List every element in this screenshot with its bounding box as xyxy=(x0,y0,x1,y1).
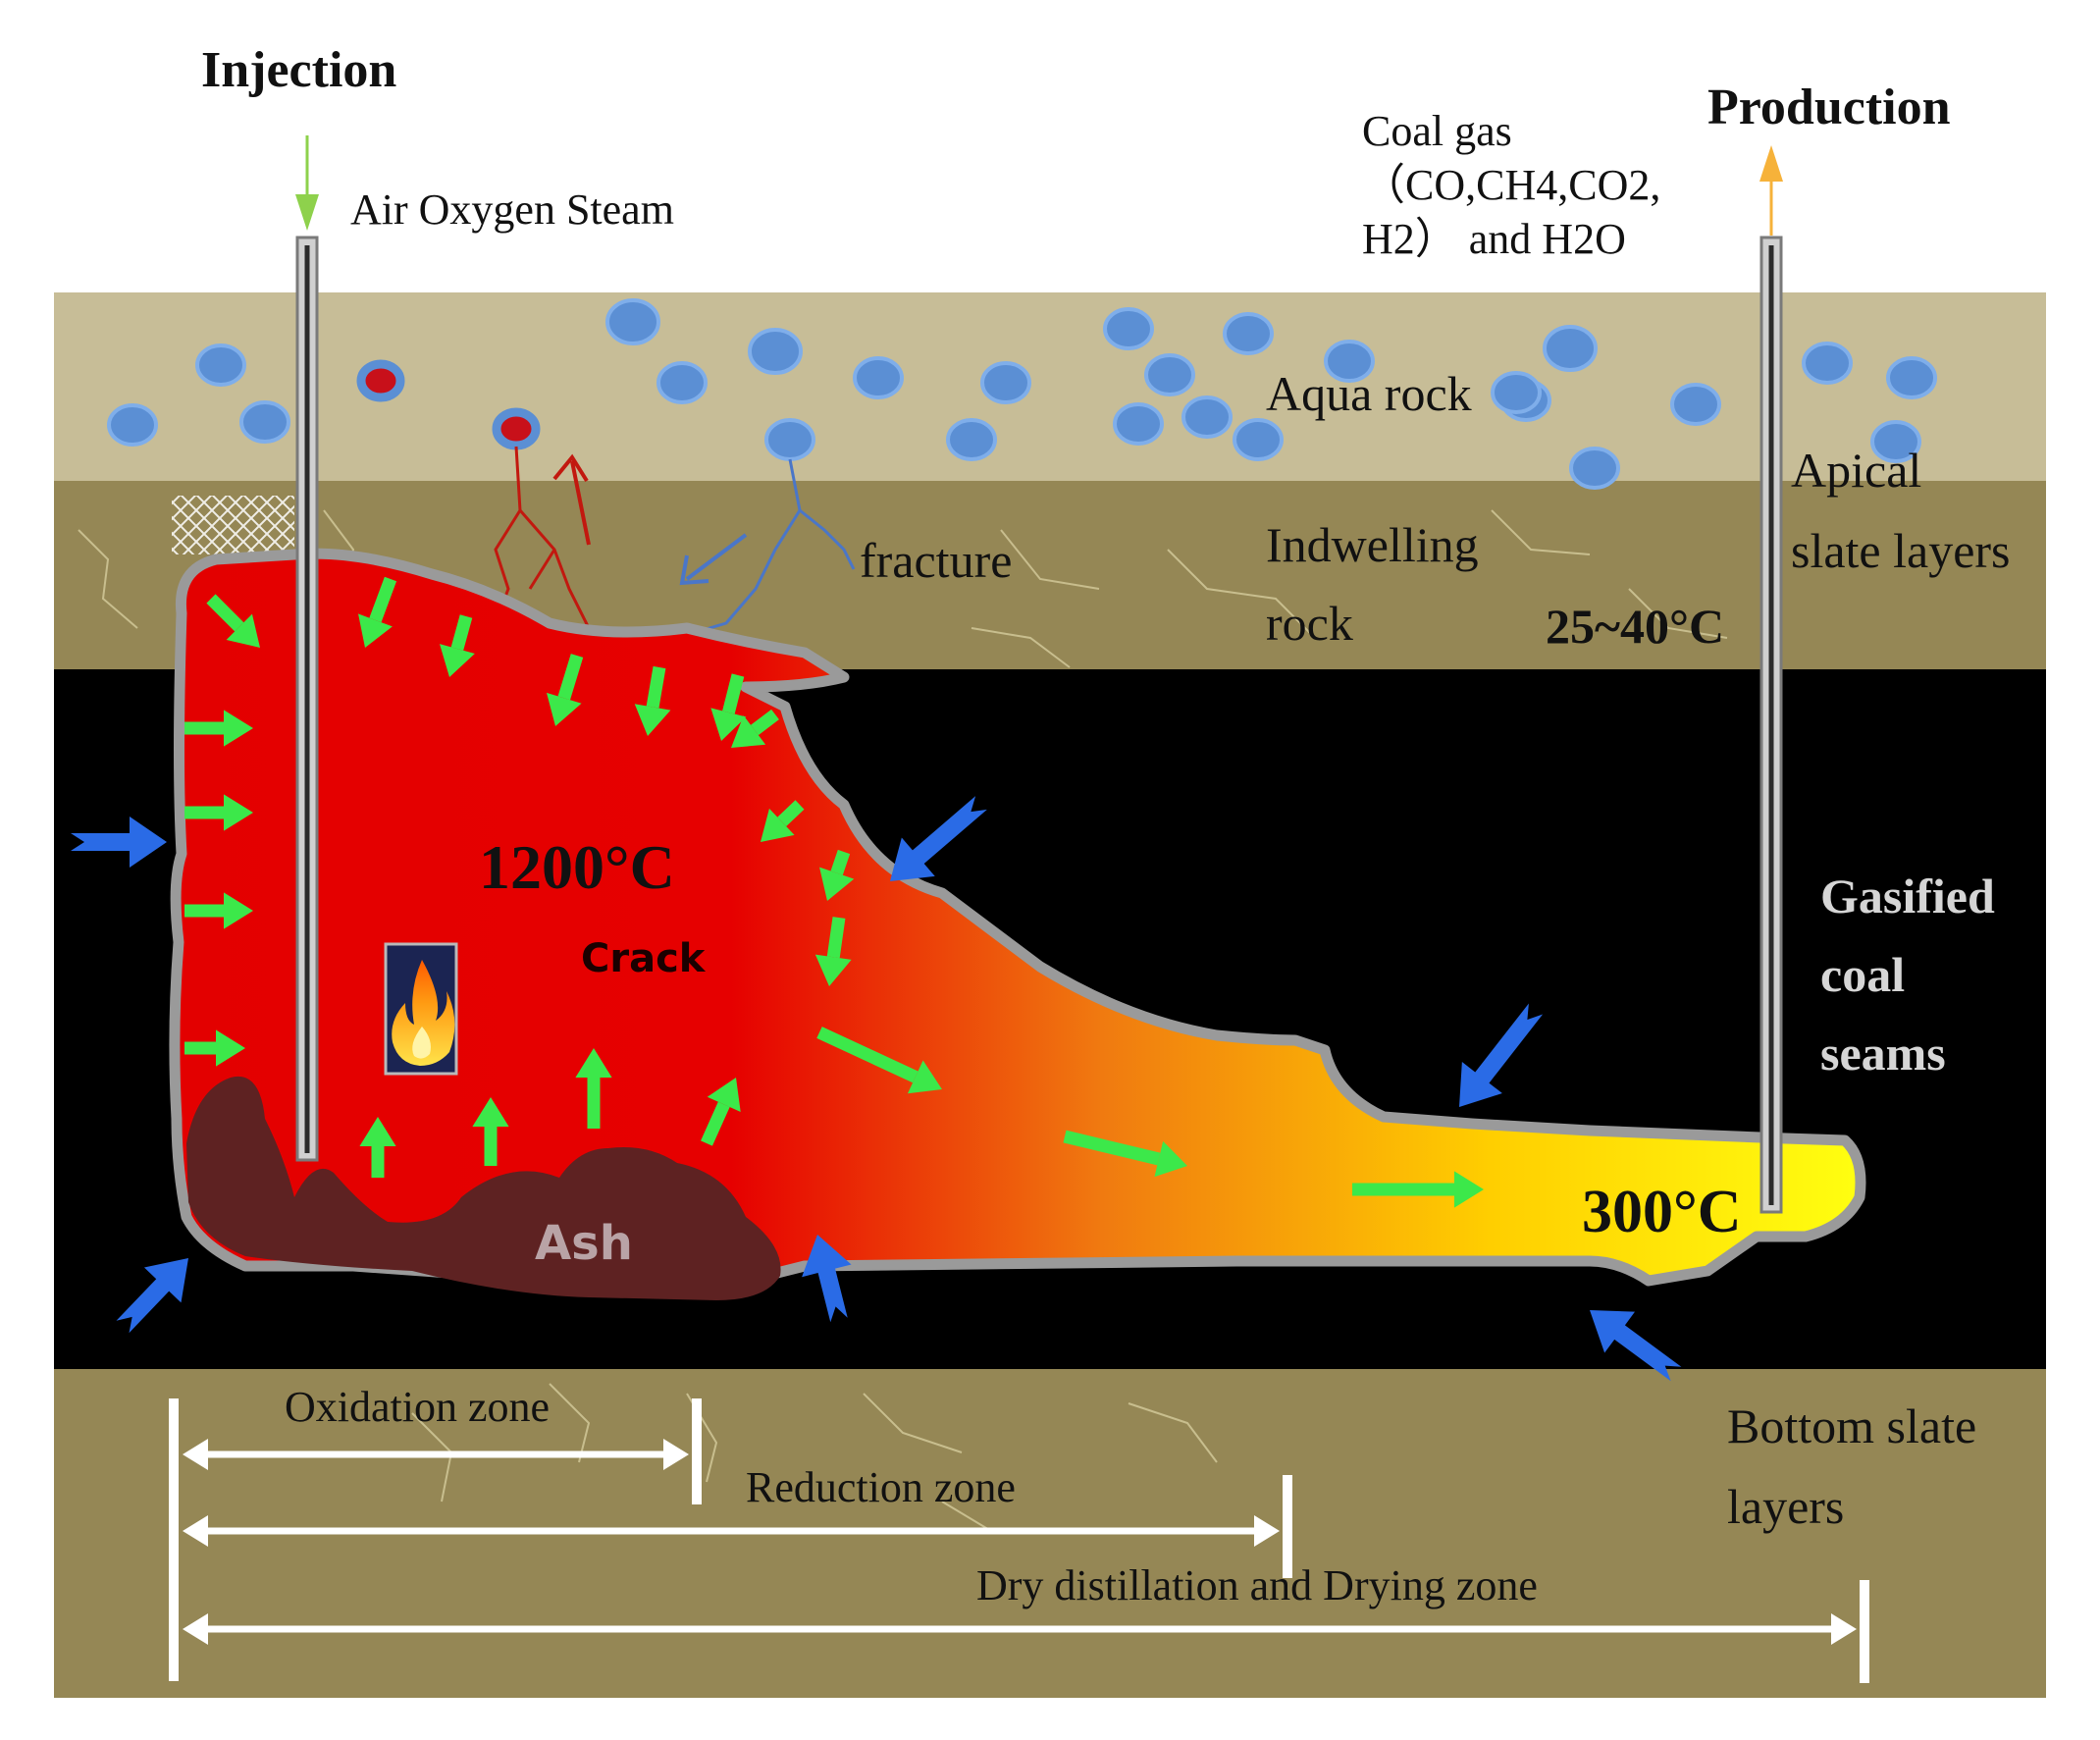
gasified-line3: seams xyxy=(1820,1026,1946,1081)
water-inflow-arrow xyxy=(890,796,987,881)
gas-flow-arrow xyxy=(206,594,260,648)
water-inflow-arrow xyxy=(1590,1310,1682,1382)
gas-flow-arrow xyxy=(1352,1171,1484,1208)
gas-flow-arrow xyxy=(634,665,671,736)
crack-label: Crack xyxy=(581,936,707,981)
injection-arrow xyxy=(295,135,319,231)
gasified-line2: coal xyxy=(1820,947,1905,1002)
drying-zone-label: Dry distillation and Drying zone xyxy=(976,1561,1538,1609)
reduction-zone-label: Reduction zone xyxy=(746,1463,1016,1511)
gas-flow-arrow xyxy=(184,1029,245,1067)
water-bubbles xyxy=(107,298,1937,490)
gas-flow-arrow xyxy=(184,710,253,747)
coal-gas-line3: H2） and H2O xyxy=(1362,215,1626,263)
gas-flow-arrow xyxy=(472,1097,509,1166)
production-arrow xyxy=(1759,145,1783,236)
gas-flow-arrow xyxy=(546,654,584,726)
injection-label: Injection xyxy=(201,42,396,98)
gas-flow-arrow xyxy=(184,892,253,929)
oxidation-zone-label: Oxidation zone xyxy=(285,1383,550,1431)
injection-gases-label: Air Oxygen Steam xyxy=(350,185,674,234)
indwelling-line2: rock xyxy=(1266,596,1353,651)
production-label: Production xyxy=(1707,79,1951,135)
coal-gas-line1: Coal gas xyxy=(1362,107,1512,155)
water-inflow-arrows xyxy=(71,796,1682,1382)
hatch-patch xyxy=(172,496,294,554)
gas-flow-arrow xyxy=(710,673,747,741)
water-inflow-arrow xyxy=(802,1235,852,1323)
water-inflow-arrow xyxy=(71,817,167,868)
apical-line2: slate layers xyxy=(1791,523,2011,578)
water-inflow-arrow xyxy=(1459,1003,1544,1107)
gasified-line1: Gasified xyxy=(1820,869,1995,923)
gas-flow-arrow xyxy=(575,1048,612,1129)
gas-flow-arrow xyxy=(358,576,397,648)
aqua-rock-layer xyxy=(54,292,2046,484)
bottom-slate-line1: Bottom slate xyxy=(1727,1398,1976,1453)
indwelling-line1: Indwelling xyxy=(1266,517,1479,572)
gas-flow-arrow xyxy=(359,1117,396,1178)
gas-flow-arrow xyxy=(814,917,852,986)
gas-flow-arrow xyxy=(1063,1130,1187,1178)
gas-flow-arrow xyxy=(731,709,779,748)
gas-flow-arrow xyxy=(761,800,805,842)
cool-temperature: 300°C xyxy=(1582,1179,1742,1245)
gas-flow-arrow xyxy=(701,1078,741,1146)
ash-label: Ash xyxy=(535,1216,633,1271)
gas-flow-arrow xyxy=(184,794,253,831)
hot-temperature: 1200°C xyxy=(479,832,675,902)
gas-flow-arrow xyxy=(819,849,855,901)
ash-mound xyxy=(186,1076,781,1300)
gas-flow-arrows xyxy=(184,576,1484,1208)
coal-gas-line2: （CO,CH4,CO2, xyxy=(1362,161,1660,209)
fracture-label: fracture xyxy=(860,533,1012,588)
zone-bars xyxy=(169,1398,1869,1683)
oxygen-bubbles xyxy=(356,359,541,450)
top-temperature: 25~40°C xyxy=(1546,599,1724,654)
aqua-rock-label: Aqua rock xyxy=(1266,366,1472,421)
water-inflow-arrow xyxy=(116,1258,188,1334)
rock-cracks xyxy=(78,509,1728,1532)
gas-flow-arrow xyxy=(439,614,475,677)
gas-flow-arrow xyxy=(816,1027,942,1094)
apical-line1: Apical xyxy=(1791,443,1921,498)
fracture-arrows xyxy=(552,453,748,586)
bottom-slate-line2: layers xyxy=(1727,1479,1844,1534)
flame-icon xyxy=(384,942,458,1076)
